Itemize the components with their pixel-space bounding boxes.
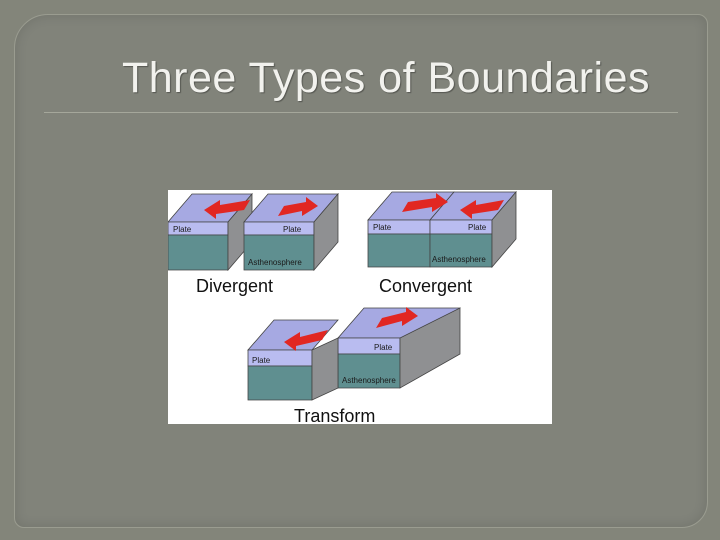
convergent-arrow-left [402, 193, 448, 212]
convergent-plate-left-label: Plate [373, 223, 392, 232]
transform-block: Plate Plate Asthenosphere [247, 307, 461, 401]
divergent-caption: Divergent [196, 276, 273, 296]
divergent-plate-right-label: Plate [283, 225, 302, 234]
convergent-right-side [491, 190, 517, 269]
transform-plate-right-label: Plate [374, 343, 393, 352]
convergent-asthenosphere-label: Asthenosphere [432, 255, 486, 264]
transform-arrow-left [284, 330, 328, 351]
divergent-right-plate-front [243, 221, 315, 236]
transform-asthenosphere-label: Asthenosphere [342, 376, 396, 385]
diagram-svg: .pt { font-family: "Liberation Sans", sa… [168, 190, 517, 424]
transform-right-side [399, 307, 461, 389]
divergent-block: Plate Plate Asthenosphere [168, 192, 339, 272]
divergent-asthenosphere-label: Asthenosphere [248, 258, 302, 267]
transform-left-asthenosphere [247, 365, 313, 401]
transform-plate-left-label: Plate [252, 356, 271, 365]
divergent-arrow-left [204, 200, 250, 219]
divergent-left-asthenosphere [168, 234, 229, 271]
convergent-block: Plate Plate Asthenosphere [367, 190, 517, 269]
convergent-plate-right-label: Plate [468, 223, 487, 232]
title-divider [44, 112, 678, 113]
convergent-caption: Convergent [379, 276, 472, 296]
transform-fault-face [311, 337, 339, 401]
divergent-plate-left-label: Plate [173, 225, 192, 234]
plate-boundaries-diagram: .pt { font-family: "Liberation Sans", sa… [168, 190, 552, 424]
convergent-left-asthenosphere [367, 233, 431, 268]
transform-arrow-right [376, 307, 418, 328]
convergent-arrow-right [460, 200, 504, 219]
slide-title: Three Types of Boundaries [122, 54, 651, 102]
divergent-arrow-right [278, 197, 318, 216]
divergent-right-side [313, 192, 339, 272]
transform-caption: Transform [294, 406, 375, 424]
